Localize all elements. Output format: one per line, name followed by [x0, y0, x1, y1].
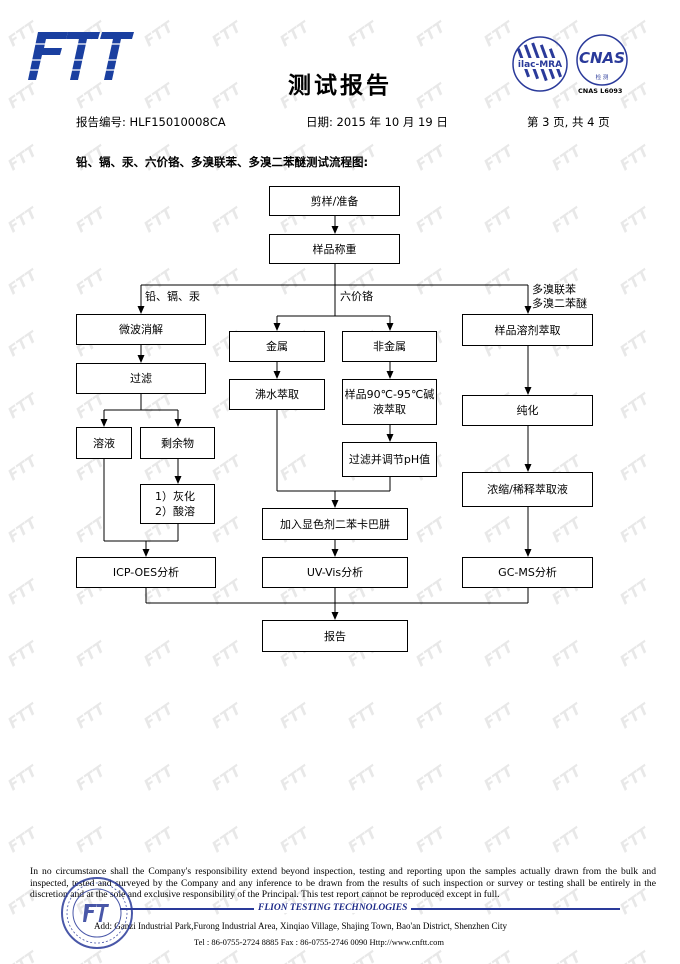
step-nonmetal: 非金属: [342, 331, 437, 362]
step-concentrate: 浓缩/稀释萃取液: [462, 472, 593, 507]
svg-text:检 测: 检 测: [596, 73, 609, 81]
step-uvvis: UV-Vis分析: [262, 557, 408, 588]
step-alkali-extract: 样品90℃-95℃碱 液萃取: [342, 379, 437, 425]
step-boil-extract: 沸水萃取: [229, 379, 325, 410]
step-purify: 纯化: [462, 395, 593, 426]
footer-company: FLION TESTING TECHNOLOGIES: [254, 903, 412, 913]
section-title: 铅、镉、汞、六价铬、多溴联苯、多溴二苯醚测试流程图:: [76, 155, 369, 169]
step-gcms: GC-MS分析: [462, 557, 593, 588]
step-ash-acid: 1）灰化 2）酸溶: [140, 484, 215, 524]
branch-label-pbb: 多溴联苯: [532, 283, 576, 297]
alkali-line-2: 液萃取: [373, 403, 406, 416]
step-weigh: 样品称重: [269, 234, 400, 264]
footer-contact: Tel : 86-0755-2724 8885 Fax : 86-0755-27…: [194, 937, 445, 947]
branch-label-pbde: 多溴二苯醚: [532, 297, 587, 311]
svg-text:CNAS: CNAS: [579, 49, 625, 67]
step-chromogen: 加入显色剂二苯卡巴肼: [262, 508, 408, 540]
acid-line: 2）酸溶: [155, 505, 195, 518]
alkali-line-1: 样品90℃-95℃碱: [344, 388, 435, 401]
step-icp: ICP-OES分析: [76, 557, 216, 588]
step-residue: 剩余物: [140, 427, 215, 459]
ash-line: 1）灰化: [155, 490, 195, 503]
step-cut-prepare: 剪样/准备: [269, 186, 400, 216]
company-seal-icon: [61, 877, 133, 949]
ftt-logo: [24, 32, 136, 80]
report-number: 报告编号: HLF15010008CA: [76, 115, 226, 129]
branch-label-cr: 六价铬: [340, 290, 373, 304]
footer-disclaimer: In no circumstance shall the Company's r…: [30, 866, 656, 900]
step-metal: 金属: [229, 331, 325, 362]
step-report: 报告: [262, 620, 408, 652]
report-date: 日期: 2015 年 10 月 19 日: [306, 115, 448, 129]
step-solution: 溶液: [76, 427, 132, 459]
cnas-code: CNAS L6093: [578, 87, 623, 95]
step-solvent-extract: 样品溶剂萃取: [462, 314, 593, 346]
page-title: 测试报告: [288, 73, 392, 99]
branch-label-metals: 铅、镉、汞: [145, 290, 200, 304]
step-microwave: 微波消解: [76, 314, 206, 345]
footer-address: Add: Ganzi Industrial Park,Furong Indust…: [94, 921, 508, 931]
page-info: 第 3 页, 共 4 页: [527, 115, 610, 129]
step-filter-ph: 过滤并调节pH值: [342, 442, 437, 477]
step-filter: 过滤: [76, 363, 206, 394]
ilac-cnas-emblem: ilac-MRA CNAS 检 测: [512, 34, 628, 92]
svg-text:ilac-MRA: ilac-MRA: [518, 60, 562, 70]
